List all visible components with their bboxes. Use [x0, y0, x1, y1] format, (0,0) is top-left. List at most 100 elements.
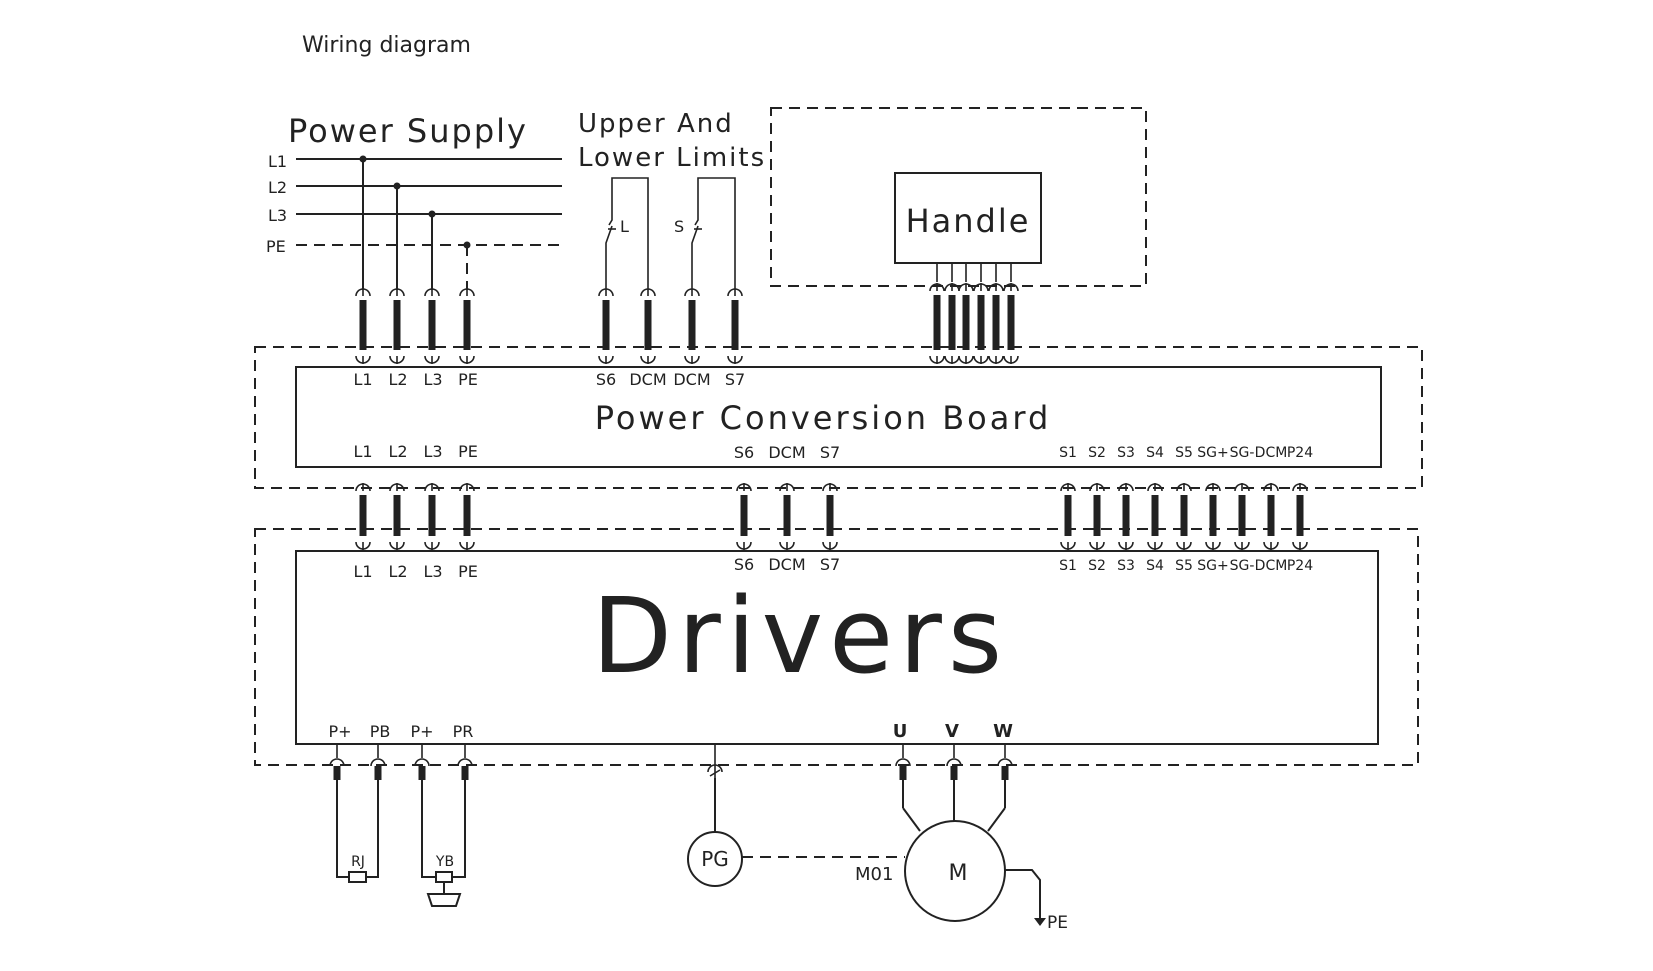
power-board-title: Power Conversion Board — [595, 399, 1052, 437]
power-board-box — [295, 366, 1382, 468]
terminal-connector — [736, 483, 752, 550]
terminal-label: S6 — [596, 370, 616, 389]
terminal-label: L3 — [423, 442, 442, 461]
brake-label: YB — [435, 854, 454, 870]
terminal-connector — [1060, 483, 1076, 550]
terminal-connector — [1003, 283, 1019, 364]
terminal-label: S5 — [1175, 558, 1193, 574]
handle-label: Handle — [906, 202, 1031, 240]
terminal-label: S6 — [734, 443, 754, 462]
resistor-label: RJ — [351, 854, 365, 870]
terminal-label: S7 — [820, 555, 840, 574]
terminal-connector — [424, 483, 440, 550]
supply-bus-lines — [296, 155, 562, 290]
motor-label: M — [949, 861, 968, 886]
terminal-connector — [459, 483, 475, 550]
terminal-connector — [1176, 483, 1192, 550]
terminal-connector — [822, 483, 838, 550]
terminal-label: PB — [370, 722, 391, 741]
terminal-label: L2 — [388, 562, 407, 581]
limits-title-line2: Lower Limits — [578, 143, 766, 173]
terminal-connector — [1118, 483, 1134, 550]
drivers-box — [295, 550, 1379, 745]
terminal-label: SG+ — [1197, 558, 1228, 574]
terminal-label: SG- — [1230, 445, 1255, 461]
terminal-connector — [944, 283, 960, 364]
terminal-connector — [727, 288, 743, 364]
terminal-connector — [1263, 483, 1279, 550]
terminal-connector — [389, 483, 405, 550]
terminal-connector — [958, 283, 974, 364]
terminal-connector — [973, 283, 989, 364]
terminal-label: S7 — [820, 443, 840, 462]
ground-label: PE — [1047, 913, 1068, 933]
terminal-label: S3 — [1117, 445, 1135, 461]
terminal-connector — [895, 744, 911, 780]
terminal-connector — [988, 283, 1004, 364]
handle-enclosure — [770, 107, 1147, 287]
drivers-bottom-terminals: P+ PB P+ PR U V W — [328, 721, 1013, 742]
terminal-label: L2 — [388, 370, 407, 389]
supply-line-pe-label: PE — [266, 237, 286, 256]
terminal-label: S2 — [1088, 445, 1106, 461]
motor — [902, 780, 1046, 926]
braking-resistor — [336, 772, 379, 883]
terminal-label: L3 — [423, 370, 442, 389]
brake-unit — [421, 772, 466, 907]
limit-switch-l-label: L — [620, 217, 629, 236]
terminal-label: S2 — [1088, 558, 1106, 574]
terminal-label: S7 — [725, 370, 745, 389]
motor-id-label: M01 — [855, 864, 893, 885]
terminal-connector — [929, 283, 945, 364]
terminal-label: DCM — [1255, 558, 1288, 574]
limits-title-line1: Upper And — [578, 109, 734, 139]
terminal-connector — [598, 288, 614, 364]
terminal-connector — [1147, 483, 1163, 550]
motor-terminal-v: V — [945, 721, 959, 742]
terminal-label: PE — [458, 562, 478, 581]
supply-line-l3-label: L3 — [268, 206, 287, 225]
terminal-connector — [997, 744, 1013, 780]
terminal-label: PE — [458, 442, 478, 461]
terminal-label: SG- — [1230, 558, 1255, 574]
terminal-label: L2 — [388, 442, 407, 461]
terminal-label: P24 — [1287, 558, 1313, 574]
terminal-connector — [1234, 483, 1250, 550]
terminal-label: L1 — [353, 370, 372, 389]
terminal-connector — [1089, 483, 1105, 550]
encoder-label: PG — [701, 847, 729, 871]
motor-terminal-w: W — [993, 721, 1013, 742]
terminal-label: DCM — [768, 443, 805, 462]
terminal-connector — [1205, 483, 1221, 550]
terminal-label: SG+ — [1197, 445, 1228, 461]
terminal-label: S1 — [1059, 445, 1077, 461]
terminal-label: P+ — [410, 722, 433, 741]
terminal-connector — [684, 288, 700, 364]
encoder — [687, 778, 905, 887]
terminal-connector — [389, 288, 405, 364]
motor-terminal-u: U — [893, 721, 908, 742]
supply-line-l2-label: L2 — [268, 178, 287, 197]
terminal-label: L1 — [353, 562, 372, 581]
terminal-connector — [459, 288, 475, 364]
page-title: Wiring diagram — [302, 33, 471, 58]
limit-switch-s-label: S — [674, 217, 684, 236]
power-board-top-terminals: L1 L2 L3 PE S6 DCM DCM S7 — [353, 370, 745, 389]
power-supply-title: Power Supply — [288, 112, 528, 150]
drivers-top-terminals: L1 L2 L3 PE S6 DCM S7 S1 S2 S3 S4 S5 SG+… — [353, 555, 1313, 581]
terminal-connector — [640, 288, 656, 364]
terminal-label: L3 — [423, 562, 442, 581]
terminal-label: S3 — [1117, 558, 1135, 574]
limit-switch-upper — [691, 177, 736, 288]
terminal-connector — [355, 483, 371, 550]
drivers-title: Drivers — [592, 575, 1008, 697]
terminal-label: S5 — [1175, 445, 1193, 461]
supply-line-l1-label: L1 — [268, 152, 287, 171]
power-board-bottom-terminals: L1 L2 L3 PE S6 DCM S7 S1 S2 S3 S4 S5 SG+… — [353, 442, 1313, 462]
terminal-connector — [946, 744, 962, 780]
power-board-enclosure — [254, 346, 1423, 489]
terminal-connector — [779, 483, 795, 550]
terminal-label: P24 — [1287, 445, 1313, 461]
terminal-label: L1 — [353, 442, 372, 461]
